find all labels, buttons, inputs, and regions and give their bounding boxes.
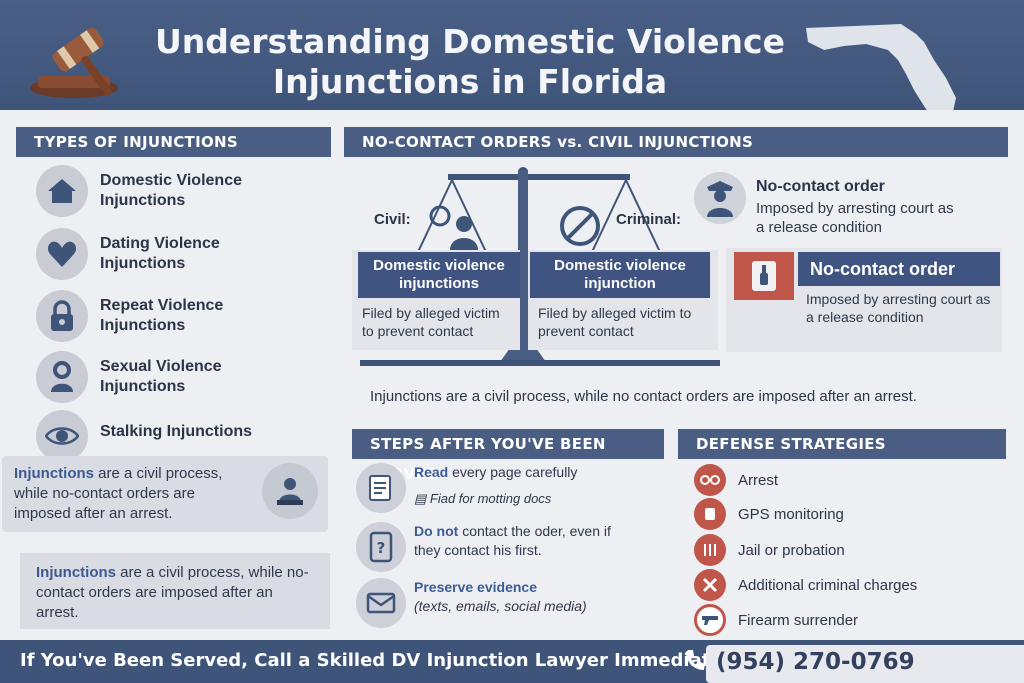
type-label: Repeat Violence Injunctions: [100, 297, 224, 334]
types-heading: TYPES OF INJUNCTIONS: [16, 127, 331, 157]
florida-map-icon: [806, 24, 956, 110]
types-note-2: Injunctions are a civil process, while n…: [20, 553, 330, 629]
type-label: Dating Violence Injunctions: [100, 235, 220, 272]
police-officer-icon: [694, 172, 746, 224]
defense-item: GPS monitoring: [694, 498, 844, 530]
type-label: Sexual Violence Injunctions: [100, 358, 222, 395]
note-lead: Injunctions: [14, 465, 94, 482]
type-item-dating: Dating Violence Injunctions: [36, 228, 220, 280]
nco-card-body: Imposed by arresting court as a release …: [806, 291, 991, 325]
step-highlight: Preserve evidence: [414, 579, 537, 595]
step-item: Preserve evidence (texts, emails, social…: [356, 578, 587, 628]
step-highlight: Read: [414, 464, 449, 480]
compare-summary: Injunctions are a civil process, while n…: [370, 388, 917, 405]
prohibited-icon: [560, 206, 600, 246]
criminal-label: Criminal:: [616, 211, 682, 228]
step-sub: Fiad for motting docs: [429, 491, 552, 506]
scale-icon: [360, 167, 720, 366]
restraining-icon: [734, 252, 794, 300]
defense-label: GPS monitoring: [738, 505, 844, 523]
step-item: Read every page carefully ▤ Fiad for mot…: [356, 463, 577, 513]
heart-icon: [36, 228, 88, 280]
type-item-repeat: Repeat Violence Injunctions: [36, 290, 223, 342]
phone-box: [706, 645, 1024, 683]
page-title: Understanding Domestic Violence Injuncti…: [120, 22, 820, 102]
title-line-1: Understanding Domestic Violence: [155, 22, 785, 61]
nco-top-body: Imposed by arresting court as a release …: [756, 200, 954, 236]
svg-text:?: ?: [377, 539, 386, 557]
nco-card-title: No-contact order: [798, 252, 1000, 286]
defense-item: Additional criminal charges: [694, 569, 917, 601]
footer-text: If You've Been Served, Call a Skilled DV…: [20, 650, 748, 671]
criminal-card-body: Filed by alleged victim to prevent conta…: [538, 305, 692, 339]
note-text: are a civil process, while no-contact or…: [14, 465, 223, 522]
defense-item: Jail or probation: [694, 534, 845, 566]
step-text: contact the oder, even if they contact h…: [414, 523, 611, 558]
padlock-icon: [36, 290, 88, 342]
type-item-domestic: Domestic Violence Injunctions: [36, 165, 242, 217]
handcuffs-icon: [694, 464, 726, 496]
jail-icon: [694, 534, 726, 566]
nco-top-title: No-contact order: [756, 178, 885, 195]
step-sub: (texts, emails, social media): [414, 598, 587, 614]
header-banner: Understanding Domestic Violence Injuncti…: [0, 0, 1024, 110]
document-icon: [356, 463, 406, 513]
eye-icon: [36, 410, 88, 462]
civil-card-title: Domestic violence injunctions: [358, 252, 520, 298]
defense-heading: DEFENSE STRATEGIES: [678, 429, 1006, 459]
step-highlight: Do not: [414, 523, 459, 539]
telephone-icon: [686, 650, 705, 670]
defense-label: Arrest: [738, 471, 779, 489]
defense-label: Additional criminal charges: [738, 576, 918, 594]
search-person-icon: [429, 205, 478, 250]
civil-card-body: Filed by alleged victim to prevent conta…: [362, 305, 500, 339]
civil-label: Civil:: [374, 211, 411, 228]
criminal-card-title: Domestic violence injunction: [530, 252, 710, 298]
gavel-icon: [30, 27, 118, 98]
phone-number[interactable]: (954) 270-0769: [716, 649, 915, 675]
court-icon: [262, 463, 318, 519]
note-lead: Injunctions: [36, 564, 116, 581]
house-icon: [36, 165, 88, 217]
person-icon: [36, 351, 88, 403]
steps-heading: STEPS AFTER YOU'VE BEEN SERVED: [352, 429, 664, 483]
type-label: Domestic Violence Injunctions: [100, 172, 242, 209]
firearm-icon: [694, 604, 726, 636]
type-item-stalking: Stalking Injunctions: [36, 410, 252, 462]
charges-icon: [694, 569, 726, 601]
note-text: are a civil process, while no-contact or…: [36, 564, 309, 621]
step-item: ? Do not contact the oder, even if they …: [356, 522, 624, 572]
defense-item: Firearm surrender: [694, 604, 858, 636]
defense-item: Arrest: [694, 464, 778, 496]
defense-label: Jail or probation: [738, 541, 845, 559]
mail-icon: [356, 578, 406, 628]
title-line-2: Injunctions in Florida: [272, 62, 668, 101]
type-item-sexual: Sexual Violence Injunctions: [36, 351, 222, 403]
type-label: Stalking Injunctions: [100, 423, 253, 440]
gps-icon: [694, 498, 726, 530]
compare-heading: NO-CONTACT ORDERS vs. CIVIL INJUNCTIONS: [344, 127, 1008, 157]
phone-icon: ?: [356, 522, 406, 572]
step-text: every page carefully: [448, 464, 578, 480]
defense-label: Firearm surrender: [738, 611, 859, 629]
